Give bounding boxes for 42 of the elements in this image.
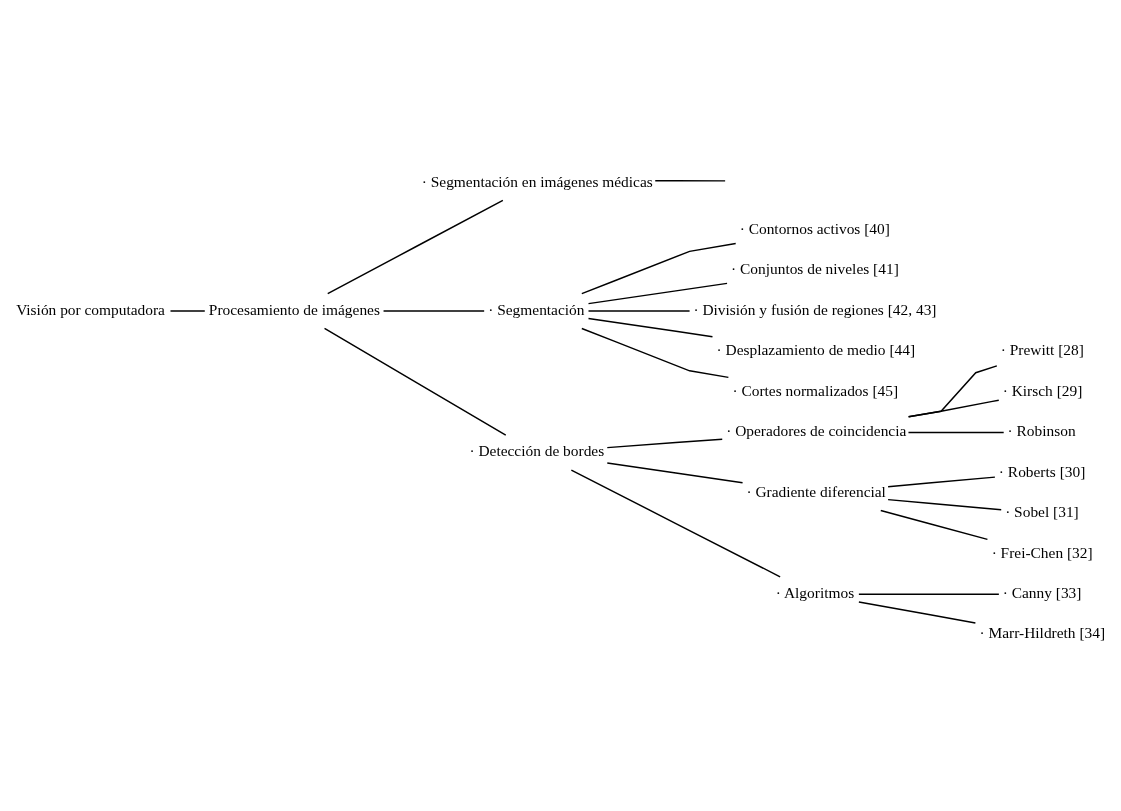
connector — [654, 180, 726, 182]
node-text: · División y fusión de regiones [42, 43] — [693, 300, 937, 318]
connector — [581, 242, 737, 295]
connector — [327, 199, 504, 295]
node-text: · Segmentación en imágenes médicas — [421, 172, 653, 190]
node-text: · Kirsch [29] — [1002, 381, 1083, 399]
connector — [907, 431, 1005, 434]
node-text: · Algoritmos — [775, 584, 855, 601]
connector — [587, 310, 691, 312]
connector — [887, 498, 1002, 511]
connector — [858, 601, 977, 624]
node-text: · Detección de bordes — [469, 442, 605, 460]
node-text: · Desplazamiento de medio [44] — [716, 341, 916, 359]
connector — [880, 509, 989, 541]
connector — [587, 282, 728, 305]
connector — [570, 469, 781, 578]
node-text: · Conjuntos de niveles [41] — [731, 260, 899, 278]
node-text: · Operadores de coincidencia — [726, 422, 907, 440]
node-text: · Frei-Chen [32] — [991, 543, 1093, 561]
node-text: · Contornos activos [40] — [739, 219, 890, 237]
connector — [606, 462, 744, 484]
connector — [581, 327, 730, 379]
node-text: · Roberts [30] — [998, 462, 1086, 480]
connector — [606, 438, 723, 449]
node-text: · Marr-Hildreth [34] — [979, 624, 1106, 642]
connector — [858, 593, 1000, 596]
node-text: · Cortes normalizados [45] — [732, 381, 899, 399]
connector — [323, 327, 507, 436]
connector — [169, 310, 206, 312]
connector — [382, 310, 485, 312]
connector — [907, 399, 1000, 418]
connector — [887, 476, 996, 488]
node-text: Procesamiento de imágenes — [208, 300, 380, 318]
connector — [587, 317, 714, 338]
node-text: · Segmentación — [488, 300, 585, 318]
node-text: Visión por computadora — [16, 300, 165, 318]
connector — [907, 365, 998, 418]
node-text: · Canny [33] — [1002, 584, 1082, 601]
node-text: · Sobel [31] — [1005, 503, 1079, 521]
node-text: · Robinson — [1007, 422, 1076, 440]
node-text: · Prewitt [28] — [1000, 341, 1084, 359]
node-text: · Gradiente diferencial — [746, 482, 886, 500]
